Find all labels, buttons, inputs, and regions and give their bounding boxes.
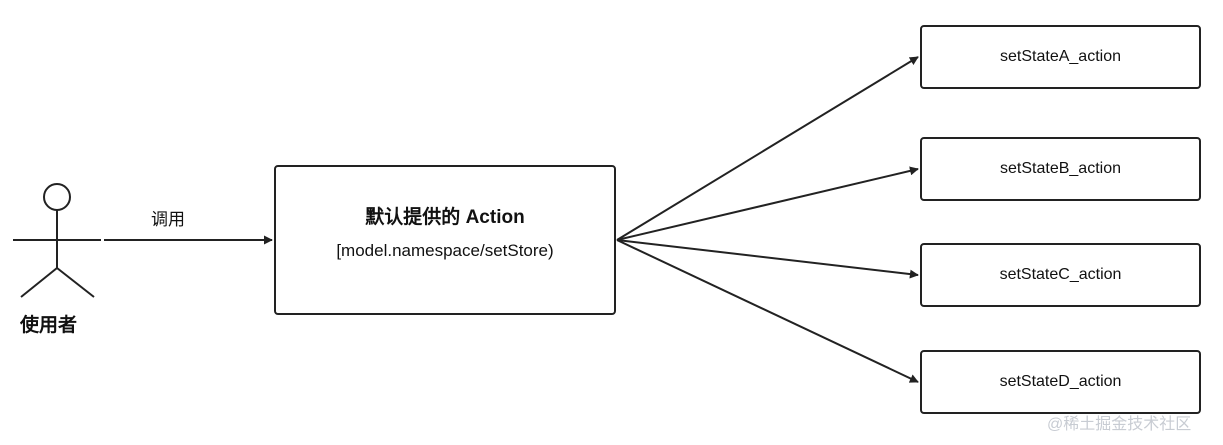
action-box-c: setStateC_action	[920, 243, 1201, 307]
actor-figure	[13, 183, 101, 298]
arrow-to-action-c	[616, 239, 919, 279]
action-label-c: setStateC_action	[999, 266, 1122, 283]
action-label-d: setStateD_action	[999, 373, 1122, 390]
default-action-box: 默认提供的 Action [model.namespace/setStore)	[274, 165, 616, 315]
action-label-a: setStateA_action	[1000, 48, 1121, 65]
actor-right-leg	[56, 267, 95, 298]
actor-label: 使用者	[20, 315, 78, 336]
action-box-b: setStateB_action	[920, 137, 1201, 201]
action-box-a: setStateA_action	[920, 25, 1201, 89]
default-action-title: 默认提供的 Action	[365, 206, 525, 228]
arrow-to-action-d	[616, 239, 919, 383]
default-action-subtitle: [model.namespace/setStore)	[336, 240, 554, 260]
call-edge-label: 调用	[151, 210, 185, 229]
action-label-b: setStateB_action	[1000, 160, 1121, 177]
action-box-d: setStateD_action	[920, 350, 1201, 414]
actor-left-leg	[20, 267, 58, 298]
watermark: @稀土掘金技术社区	[1047, 416, 1192, 433]
arrow-to-action-b	[616, 166, 919, 241]
actor-head	[43, 183, 71, 211]
arrow-to-action-a	[616, 56, 919, 241]
